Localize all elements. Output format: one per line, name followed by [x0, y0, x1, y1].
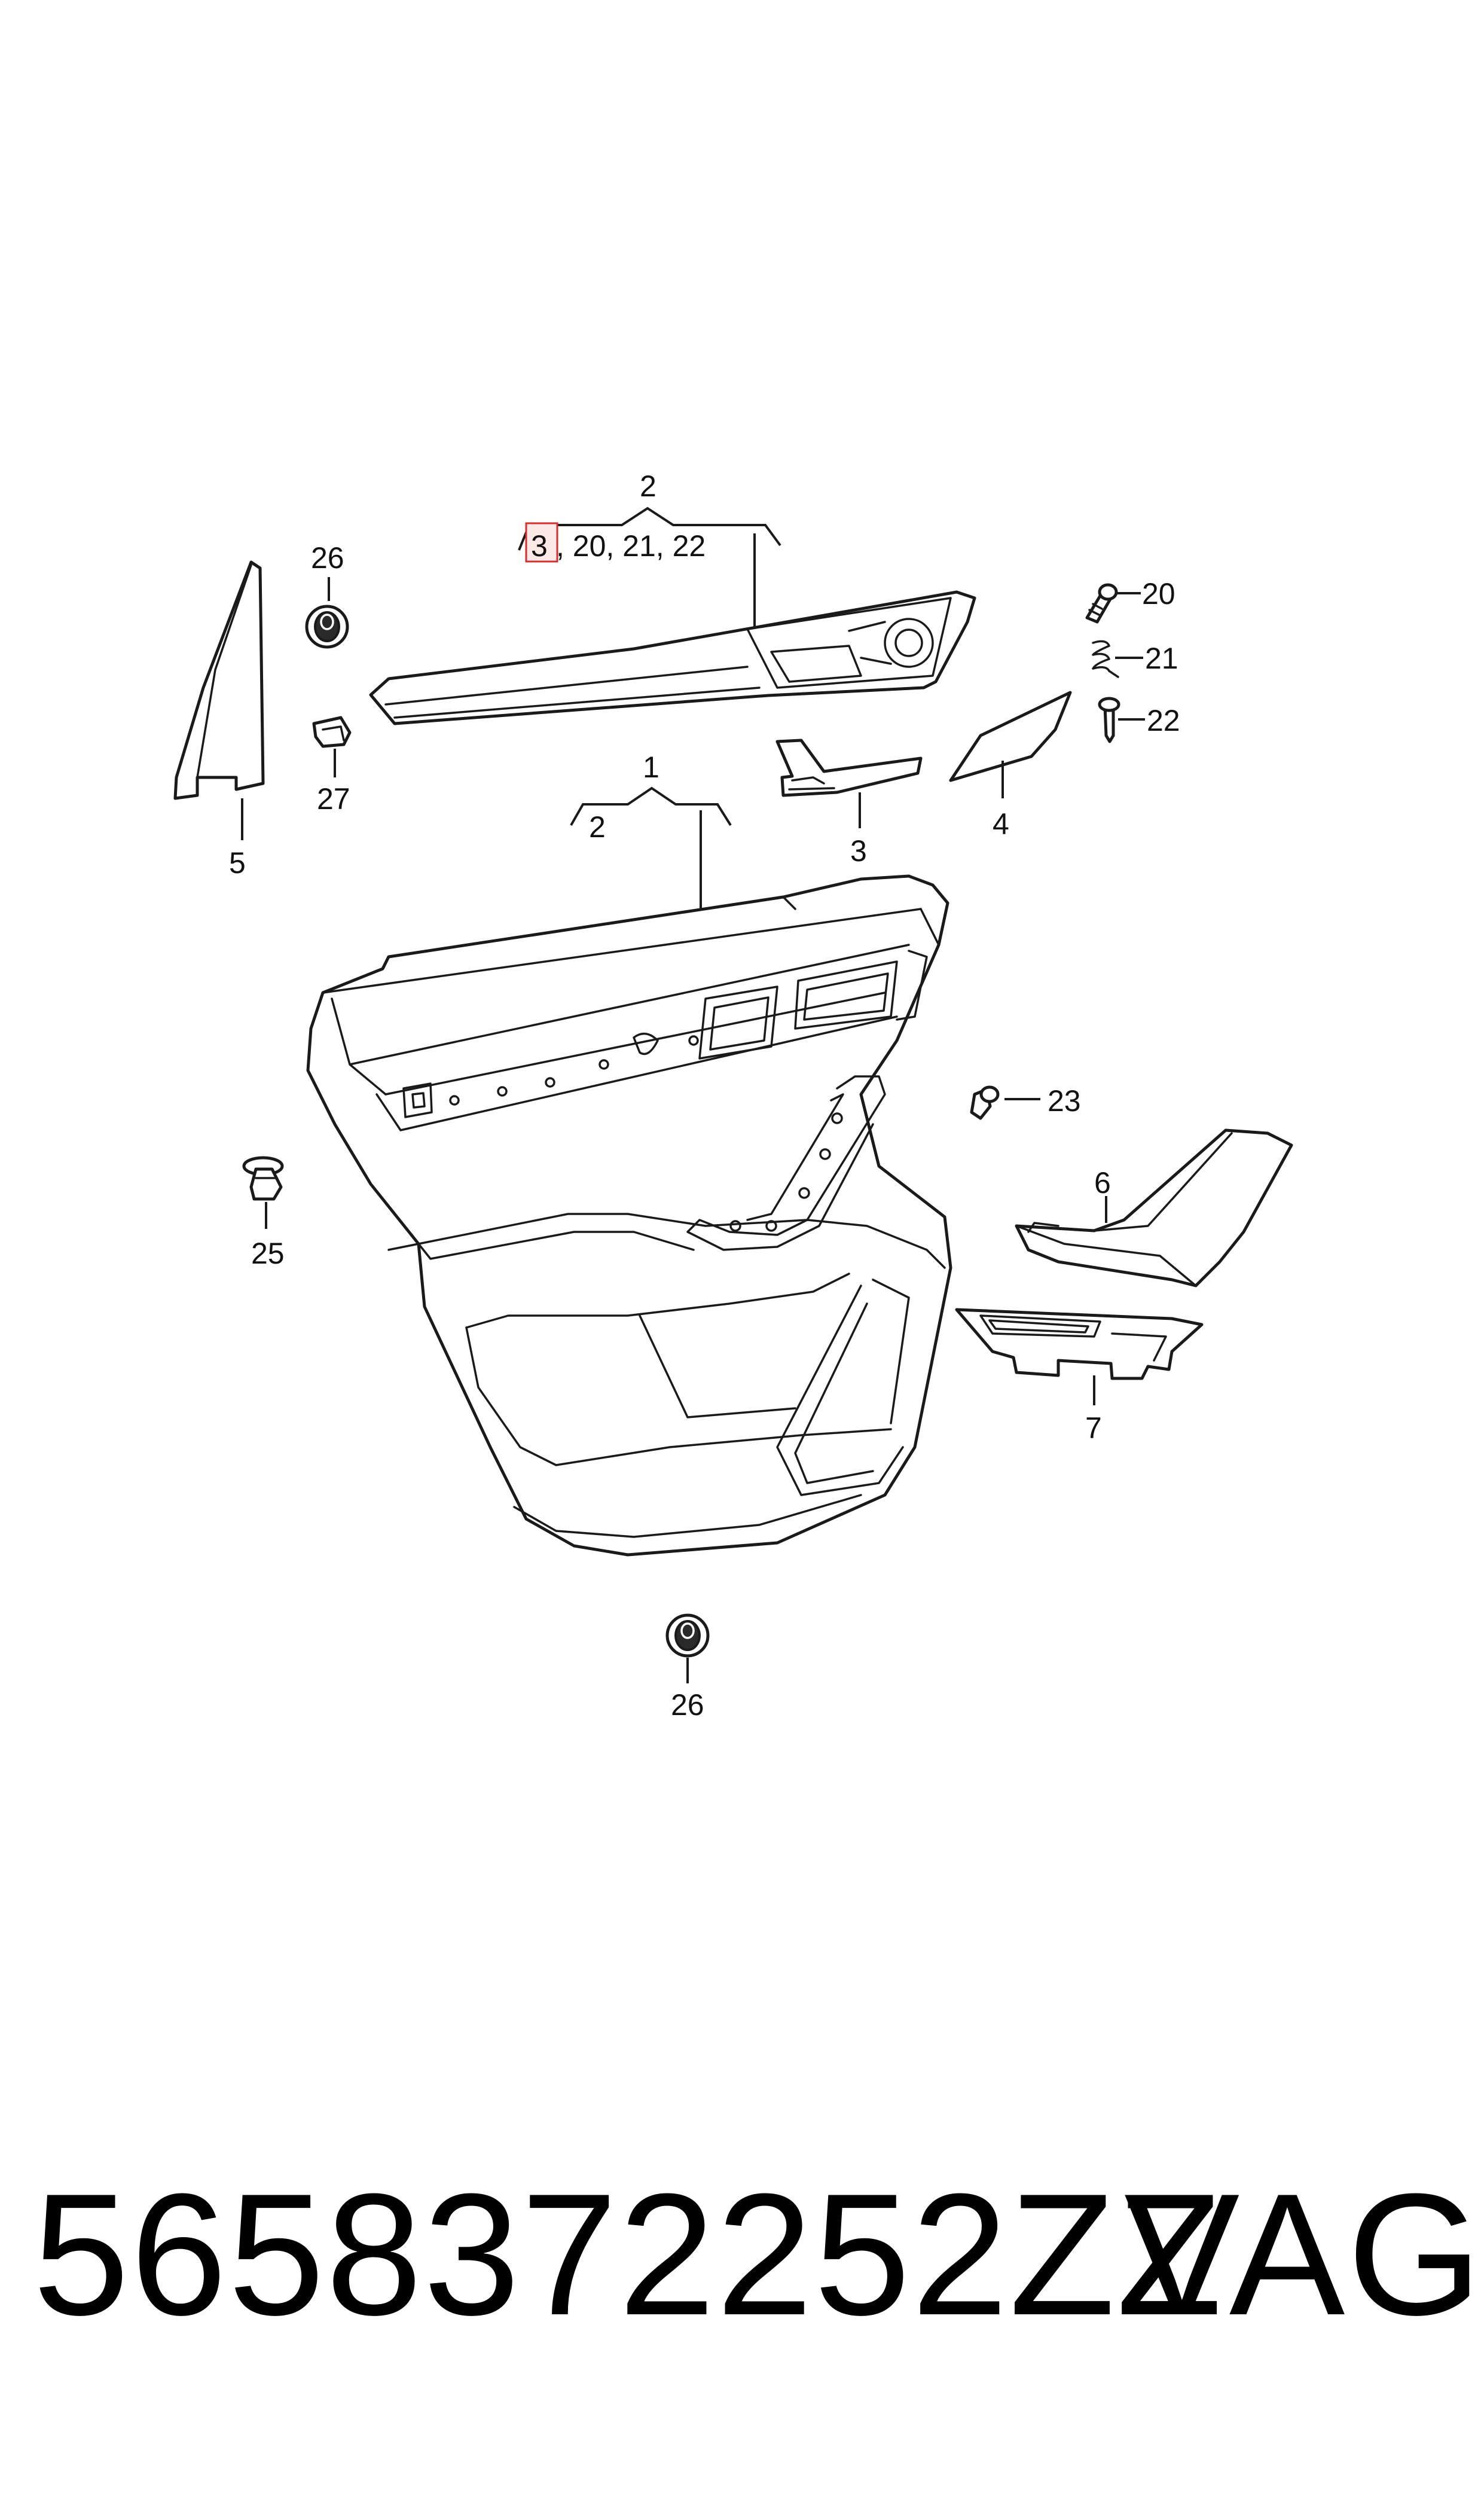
callout-4-label: 4 [993, 807, 1009, 841]
callout-1-bracket [570, 786, 732, 826]
part-2-trim-strip [369, 590, 976, 725]
footer: 5658372252ZZ VAG [0, 2165, 1484, 2344]
highlight-box [525, 522, 558, 563]
part-21-spring: 21 [1092, 640, 1178, 678]
callout-23-label: 23 [1048, 1084, 1081, 1118]
callout-2-label: 2 [640, 469, 656, 503]
part-1-door-panel [306, 874, 952, 1557]
callout-2-list-highlight: 3 [531, 529, 548, 563]
part-26-top-grommet: 26 [305, 541, 349, 649]
callout-5-label: 5 [229, 846, 246, 880]
callout-20-label: 20 [1142, 577, 1175, 611]
callout-7-label: 7 [1085, 1411, 1102, 1445]
callout-1-group: 1 2 [570, 750, 732, 909]
part-3-handle-trim: 3 [775, 739, 923, 868]
callout-21-label: 21 [1145, 642, 1178, 675]
part-27-clip: 27 [312, 716, 352, 816]
callout-6-label: 6 [1094, 1166, 1111, 1200]
part-22-pin: 22 [1098, 697, 1180, 743]
part-number: 5658372252ZZ [33, 2158, 1224, 2351]
callout-3-label: 3 [850, 834, 867, 868]
callout-26-top-label: 26 [311, 541, 344, 575]
part-23-screw: 23 [970, 1084, 1081, 1120]
callout-2-group: 2 3 , 20, 21, 22 [518, 469, 781, 628]
callout-1-sub-label: 2 [589, 810, 606, 844]
part-5-triangle-trim: 5 [173, 560, 265, 880]
part-20-screw: 20 [1085, 577, 1175, 624]
part-25-push-clip: 25 [242, 1156, 285, 1270]
callout-25-label: 25 [251, 1237, 285, 1270]
callout-26-bottom-label: 26 [671, 1688, 704, 1722]
callout-22-label: 22 [1147, 704, 1180, 737]
part-4-curved-trim: 4 [949, 691, 1072, 841]
callout-2-list: , 20, 21, 22 [556, 529, 706, 563]
callout-1-label: 1 [643, 750, 659, 784]
brand-label: VAG [1124, 2158, 1484, 2351]
callout-27-label: 27 [317, 782, 350, 816]
part-7-switch-bezel: 7 [955, 1308, 1204, 1445]
part-26-bottom-grommet: 26 [665, 1613, 710, 1722]
part-6-pull-trim: 6 [1015, 1128, 1293, 1288]
